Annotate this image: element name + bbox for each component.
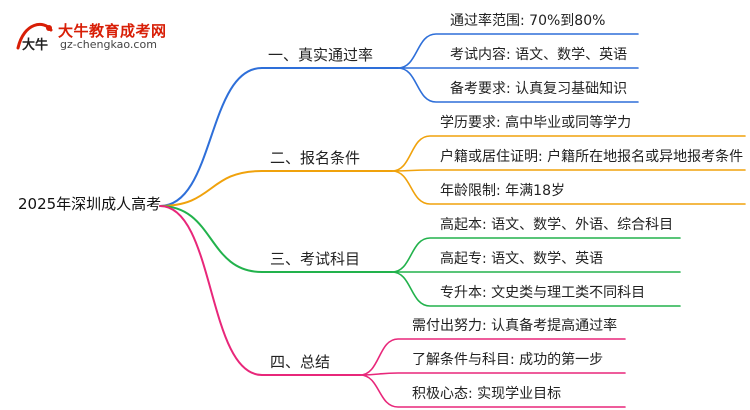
branch-2-leaf-3: 年龄限制: 年满18岁 — [440, 183, 565, 199]
branch-4-connector — [159, 205, 263, 376]
branch-3-leaf-1-connector — [391, 237, 681, 273]
branch-4-leaf-2: 了解条件与科目: 成功的第一步 — [412, 352, 604, 368]
branch-4-leaf-3-connector — [359, 374, 626, 408]
branch-1-leaf-3: 备考要求: 认真复习基础知识 — [450, 81, 628, 97]
branch-3-leaf-2: 高起专: 语文、数学、英语 — [440, 251, 604, 267]
root-node: 2025年深圳成人高考 — [18, 195, 162, 213]
branch-4-leaf-2-connector — [359, 372, 626, 376]
branch-2-leaf-2-connector — [391, 169, 746, 172]
branch-3-leaf-3-connector — [391, 271, 681, 307]
branch-2-label: 二、报名条件 — [270, 149, 361, 167]
branch-2-connector — [159, 170, 263, 207]
branch-3-leaf-3: 专升本: 文史类与理工类不同科目 — [440, 285, 646, 301]
branch-1-leaf-3-connector — [397, 67, 639, 103]
branch-3-leaf-1: 高起本: 语文、数学、外语、综合科目 — [440, 217, 674, 233]
branch-4-leaf-1: 需付出努力: 认真备考提高通过率 — [412, 318, 618, 334]
branch-1-leaf-1: 通过率范围: 70%到80% — [450, 13, 606, 29]
branch-4-leaf-3: 积极心态: 实现学业目标 — [412, 386, 562, 402]
logo-mark-icon: 大牛 — [16, 22, 53, 53]
site-logo: 大牛 大牛教育成考网 gz-chengkao.com — [14, 18, 189, 54]
branch-2-leaf-3-connector — [391, 170, 746, 205]
branch-3-label: 三、考试科目 — [270, 250, 361, 268]
branch-2-leaf-1: 学历要求: 高中毕业或同等学力 — [440, 115, 632, 131]
logo-mark-text: 大牛 — [22, 37, 48, 53]
branch-1-leaf-2: 考试内容: 语文、数学、英语 — [450, 47, 628, 63]
branch-4-leaf-1-connector — [359, 338, 626, 376]
branch-4-label: 四、总结 — [270, 353, 331, 371]
branch-3-connector — [159, 205, 263, 273]
branch-1-connector — [159, 67, 263, 207]
branch-1-leaf-1-connector — [397, 33, 639, 69]
branch-1-label: 一、真实通过率 — [268, 46, 374, 64]
branch-2-leaf-2: 户籍或居住证明: 户籍所在地报名或异地报考条件 — [440, 149, 744, 165]
logo-url: gz-chengkao.com — [60, 38, 157, 51]
logo-title: 大牛教育成考网 — [58, 22, 167, 40]
branch-2-leaf-1-connector — [391, 135, 746, 172]
